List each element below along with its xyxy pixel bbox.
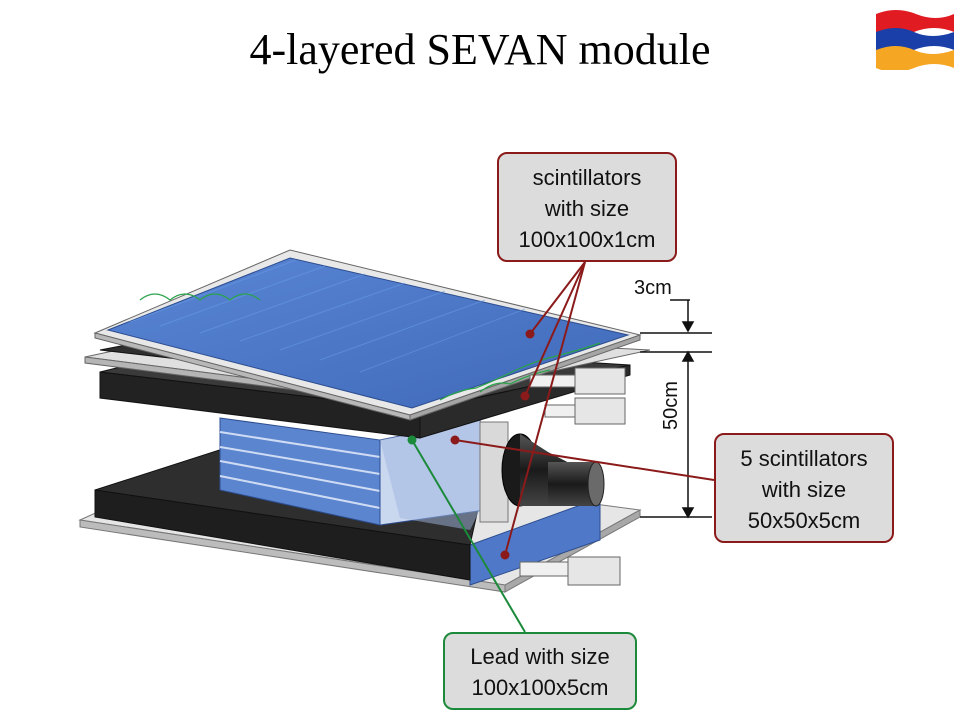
gap-dimension-label: 3cm bbox=[634, 277, 672, 299]
connector-boxes bbox=[519, 367, 626, 586]
photomultiplier-tube bbox=[501, 433, 605, 507]
callout-anchor-dots bbox=[407, 329, 535, 560]
thick-scintillators-callout: 5 scintillators with size 50x50x5cm bbox=[714, 433, 894, 543]
slide-title: 4-layered SEVAN module bbox=[249, 25, 711, 74]
thick-scintillator-stack bbox=[219, 417, 509, 530]
callout-leader-lines bbox=[411, 261, 715, 633]
top-scintillator-plate bbox=[93, 249, 642, 421]
top-scintillators-callout: scintillators with size 100x100x1cm bbox=[497, 152, 677, 262]
lead-callout: Lead with size 100x100x5cm bbox=[443, 632, 637, 710]
dimension-lines bbox=[640, 299, 712, 519]
armenian-flag-icon bbox=[876, 10, 954, 70]
height-dimension-label: 50cm bbox=[660, 381, 682, 430]
